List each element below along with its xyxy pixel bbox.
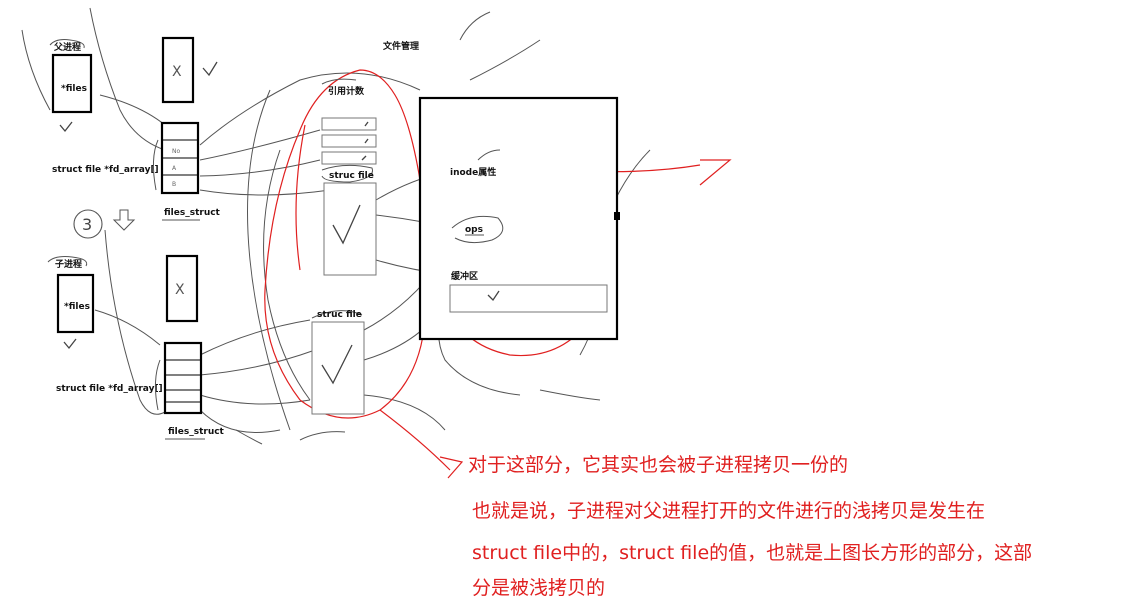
child-process-label: 子进程	[55, 258, 82, 270]
file-management-title: 文件管理	[382, 40, 419, 52]
ref-count-box	[321, 117, 377, 131]
cross-mark-icon: X	[175, 282, 185, 298]
edge-marker	[614, 212, 620, 220]
struct-file-lower: struc file	[311, 310, 365, 415]
crossed-out-box	[165, 254, 199, 323]
step-circle	[73, 209, 103, 239]
ref-count-box	[321, 151, 377, 165]
note-line-1: 对于这部分，它其实也会被子进程拷贝一份的	[468, 454, 849, 476]
svg-text:A: A	[172, 165, 177, 172]
child-process-group: 子进程 *files	[47, 256, 95, 350]
inode-attr-label: inode属性	[450, 166, 496, 178]
child-fd-array-label: struct file *fd_array[]	[56, 384, 163, 394]
child-files-pointer: *files	[64, 302, 90, 312]
check-mark-icon	[63, 338, 77, 350]
child-task-box	[56, 273, 95, 334]
child-files-struct: struct file *fd_array[] files_struct	[56, 341, 225, 440]
sketch-lines	[21, 7, 651, 445]
parent-fd-array-label: struct file *fd_array[]	[52, 165, 159, 175]
note-line-3: struct file中的，struct file的值，也就是上图长方形的部分，…	[472, 542, 1033, 564]
cross-mark-icon: X	[172, 64, 182, 80]
ref-count-label: 引用计数	[328, 85, 365, 97]
struct-file-label-lower: struc file	[317, 310, 362, 320]
check-mark-icon	[487, 290, 500, 302]
check-mark-icon	[202, 61, 218, 77]
ops-label: ops	[465, 225, 483, 235]
buffer-label: 缓冲区	[451, 270, 478, 282]
child-fd-array-box	[163, 341, 203, 415]
note-line-2: 也就是说，子进程对父进程打开的文件进行的浅拷贝是发生在	[472, 500, 986, 522]
svg-text:B: B	[172, 181, 176, 188]
file-object-container: inode属性 ops 缓冲区	[418, 96, 620, 341]
struct-file-rect-upper	[323, 182, 377, 276]
down-arrow-icon	[112, 209, 136, 231]
parent-process-group: 父进程 *files	[49, 39, 93, 133]
svg-text:No: No	[172, 148, 180, 155]
parent-task-box	[51, 53, 93, 114]
note-line-4: 分是被浅拷贝的	[472, 577, 606, 599]
check-mark-icon	[321, 344, 353, 385]
buffer-box	[449, 284, 608, 313]
crossed-out-box	[161, 36, 195, 104]
parent-files-struct: No A B struct file *fd_array[] files_str…	[52, 121, 221, 221]
parent-files-struct-label: files_struct	[164, 208, 221, 218]
check-mark-icon	[59, 121, 73, 133]
check-mark-icon	[332, 204, 361, 245]
child-files-struct-label: files_struct	[168, 427, 225, 437]
struct-file-rect-lower	[311, 321, 365, 415]
parent-files-pointer: *files	[61, 84, 87, 94]
struct-file-label-upper: struc file	[329, 171, 374, 181]
parent-process-label: 父进程	[53, 41, 81, 53]
ref-count-boxes	[321, 117, 377, 165]
struct-file-upper: struc file	[321, 164, 377, 276]
ref-count-box	[321, 134, 377, 148]
circled-number: 3	[82, 215, 92, 234]
